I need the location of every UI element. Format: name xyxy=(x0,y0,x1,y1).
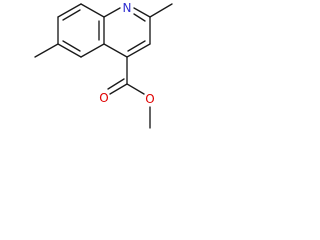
bond-c3-c4 xyxy=(126,43,151,58)
bond-c8a-n1 xyxy=(103,7,121,18)
atom-carbonyl-oxygen: O xyxy=(99,91,108,105)
bond-c8a-c8 xyxy=(80,3,105,18)
bond-c6-c5-inner xyxy=(62,40,81,52)
bond-carbonyl-oxygen-second xyxy=(107,78,125,90)
molecule-bonds xyxy=(34,3,173,129)
bond-c8-c7 xyxy=(57,3,82,18)
bond-c6-methyl xyxy=(34,43,59,58)
bond-n1-c2 xyxy=(133,7,151,18)
bond-c8-c7-inner xyxy=(62,9,81,21)
atom-ester-oxygen: O xyxy=(145,92,154,106)
bond-c2-methyl xyxy=(149,3,173,18)
bond-c6-c5 xyxy=(57,43,82,58)
bond-carbonyl-oxygen xyxy=(109,83,128,95)
atom-ring-nitrogen: N xyxy=(123,1,132,15)
molecule-structure-diagram: N O O xyxy=(34,1,173,129)
bond-n1-c2-inner xyxy=(133,13,146,22)
bond-c3-c4-inner xyxy=(127,40,146,52)
bond-c5-c4a xyxy=(80,43,105,58)
bond-carbonyl-ester-oxygen xyxy=(126,83,145,95)
bond-c4-c4a xyxy=(103,43,128,58)
atom-labels: N O O xyxy=(99,1,154,106)
